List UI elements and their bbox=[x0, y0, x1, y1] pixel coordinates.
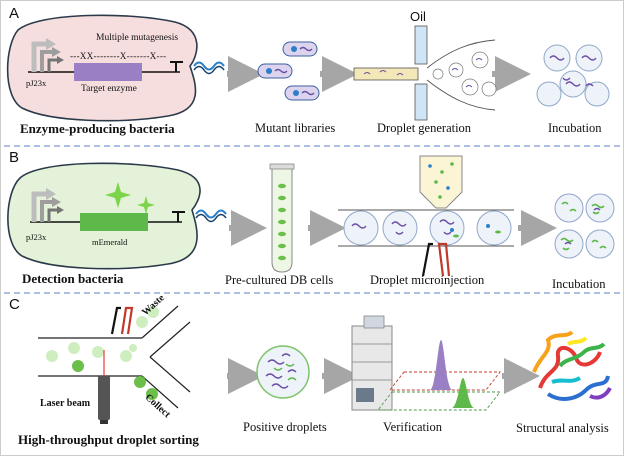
microinjection-channel bbox=[338, 209, 514, 247]
panel-a bbox=[6, 14, 610, 122]
promoter-icon-b bbox=[31, 188, 64, 222]
step-verification: Verification bbox=[383, 420, 443, 434]
cell-title-a: Enzyme-producing bacteria bbox=[20, 121, 175, 136]
panel-c-letter: C bbox=[9, 296, 20, 313]
sorting-chip bbox=[38, 305, 191, 409]
terminator-icon-a bbox=[170, 61, 183, 72]
laser-icon bbox=[98, 350, 110, 424]
step-structural-analysis: Structural analysis bbox=[516, 421, 609, 435]
fluorescence-sparkle-icon bbox=[105, 182, 131, 208]
hplc-instrument-icon bbox=[351, 315, 393, 411]
step-pre-cultured: Pre-cultured DB cells bbox=[225, 273, 334, 287]
step-droplet-generation: Droplet generation bbox=[377, 121, 472, 135]
panel-b-letter: B bbox=[9, 149, 20, 166]
step-incubation-b: Incubation bbox=[552, 277, 606, 291]
step-mutant-libraries: Mutant libraries bbox=[255, 121, 336, 135]
step-positive-droplets: Positive droplets bbox=[243, 420, 327, 434]
gene-label-b: mEmerald bbox=[92, 237, 128, 247]
fluorescence-sparkle-icon bbox=[137, 196, 155, 214]
memerald-gene bbox=[80, 213, 148, 231]
electrode-icon bbox=[421, 242, 433, 277]
droplet-generator bbox=[353, 25, 497, 121]
test-tube bbox=[269, 163, 295, 273]
chromatogram bbox=[377, 340, 501, 411]
protein-structure-icon bbox=[532, 330, 612, 401]
panel-c bbox=[38, 305, 612, 424]
step-microinjection: Droplet microinjection bbox=[370, 273, 485, 287]
electrode-icon bbox=[437, 242, 451, 277]
promoter-icon-a bbox=[31, 38, 64, 72]
mutagenesis-label: Multiple mutagenesis bbox=[96, 33, 179, 43]
incubation-droplets-b bbox=[554, 193, 615, 259]
electrode-icon bbox=[120, 306, 134, 335]
sorting-title: High-throughput droplet sorting bbox=[18, 432, 199, 447]
oil-label: Oil bbox=[410, 9, 426, 24]
mutant-bacteria bbox=[257, 41, 320, 101]
cell-title-b: Detection bacteria bbox=[22, 271, 124, 286]
plasmid-wave-a bbox=[193, 61, 225, 71]
injection-nozzle bbox=[419, 155, 463, 209]
laser-label: Laser beam bbox=[40, 398, 91, 409]
terminator-icon-b bbox=[172, 211, 185, 222]
incubation-droplets-a bbox=[536, 44, 610, 107]
panel-a-letter: A bbox=[9, 5, 20, 22]
gene-label-a: Target enzyme bbox=[81, 84, 137, 94]
electrode-icon bbox=[110, 306, 121, 335]
mutation-sites: ---XX--------X-------X--- bbox=[70, 51, 167, 61]
panel-b bbox=[7, 155, 615, 277]
target-enzyme-gene bbox=[74, 63, 142, 81]
positive-droplet bbox=[256, 345, 310, 399]
promoter-label-a: pJ23x bbox=[26, 78, 47, 88]
step-incubation-a: Incubation bbox=[548, 121, 602, 135]
promoter-label-b: pJ23x bbox=[26, 232, 47, 242]
